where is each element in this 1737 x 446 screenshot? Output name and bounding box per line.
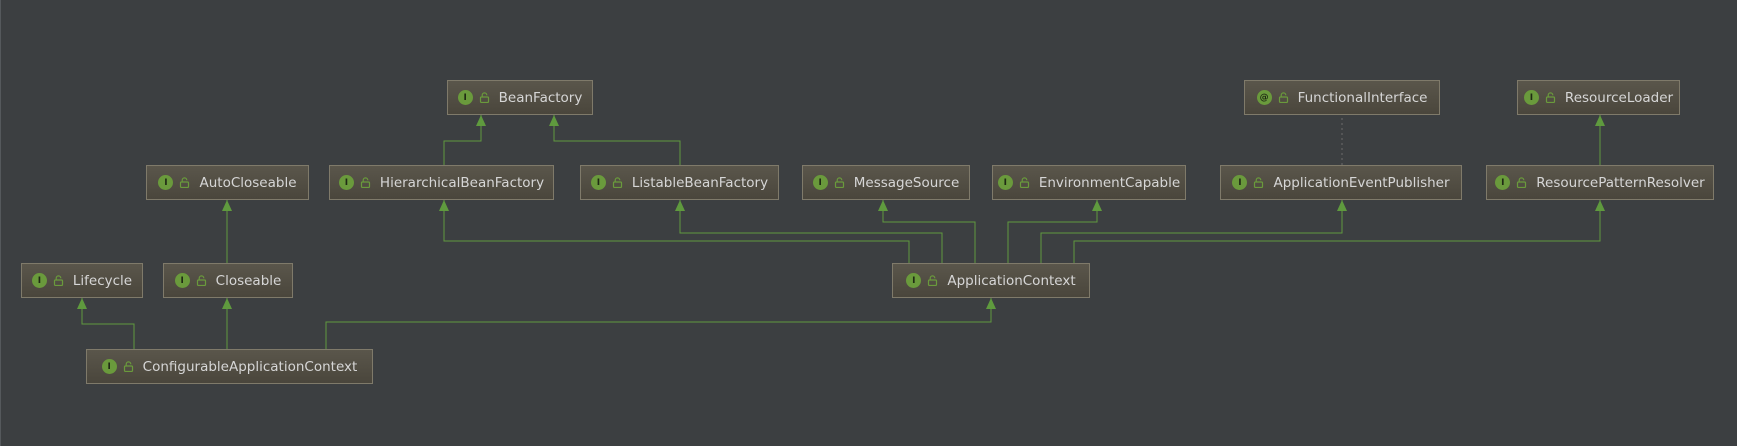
edge-ApplicationContext-to-HierarchicalBeanFactory <box>439 200 910 263</box>
node-label: BeanFactory <box>498 89 583 106</box>
interface-icon: I <box>158 175 174 190</box>
node-label: ConfigurableApplicationContext <box>142 358 358 375</box>
node-label: Closeable <box>215 272 282 289</box>
node-ConfigurableApplicationContext[interactable]: I ConfigurableApplicationContext <box>86 349 373 384</box>
public-lock-icon <box>928 275 938 286</box>
node-label: ResourcePatternResolver <box>1536 174 1705 191</box>
public-lock-icon <box>1517 177 1527 188</box>
edge-Closeable-to-AutoCloseable <box>222 200 232 263</box>
arrowhead <box>986 298 996 309</box>
public-lock-icon <box>1278 92 1288 103</box>
public-lock-icon <box>180 177 190 188</box>
edge-line <box>443 115 482 165</box>
interface-icon: I <box>590 175 606 190</box>
node-MessageSource[interactable]: I MessageSource <box>802 165 970 200</box>
edge-line <box>1073 200 1601 263</box>
node-label: FunctionalInterface <box>1297 89 1428 106</box>
edge-ResourcePatternResolver-to-ResourceLoader <box>1595 115 1605 165</box>
edge-ConfigurableApplicationContext-to-ApplicationContext <box>325 298 996 349</box>
edge-ApplicationContext-to-ResourcePatternResolver <box>1073 200 1605 263</box>
node-ResourcePatternResolver[interactable]: I ResourcePatternResolver <box>1486 165 1714 200</box>
arrowhead <box>1595 200 1605 211</box>
interface-icon: I <box>101 359 117 374</box>
annotation-icon: @ <box>1256 90 1272 105</box>
public-lock-icon <box>53 275 63 286</box>
edge-ApplicationContext-to-ListableBeanFactory <box>675 200 943 263</box>
arrowhead <box>439 200 449 211</box>
interface-icon: I <box>338 175 354 190</box>
edge-line <box>553 115 681 165</box>
arrowhead <box>1092 200 1102 211</box>
node-label: ResourceLoader <box>1564 89 1674 106</box>
node-ResourceLoader[interactable]: I ResourceLoader <box>1517 80 1680 115</box>
interface-icon: I <box>906 273 922 288</box>
arrowhead <box>77 298 87 309</box>
node-label: AutoCloseable <box>199 174 297 191</box>
public-lock-icon <box>196 275 206 286</box>
arrowhead <box>1595 115 1605 126</box>
node-Lifecycle[interactable]: I Lifecycle <box>21 263 143 298</box>
node-Closeable[interactable]: I Closeable <box>163 263 293 298</box>
edge-line <box>1007 200 1098 263</box>
edge-ApplicationContext-to-ApplicationEventPublisher <box>1040 200 1347 263</box>
edge-ConfigurableApplicationContext-to-Closeable <box>222 298 232 349</box>
interface-icon: I <box>1523 90 1539 105</box>
node-label: ListableBeanFactory <box>631 174 769 191</box>
arrowhead <box>1337 200 1347 211</box>
edge-ApplicationContext-to-MessageSource <box>878 200 976 263</box>
public-lock-icon <box>1019 177 1029 188</box>
node-FunctionalInterface[interactable]: @ FunctionalInterface <box>1244 80 1440 115</box>
public-lock-icon <box>479 92 489 103</box>
node-label: HierarchicalBeanFactory <box>379 174 545 191</box>
public-lock-icon <box>360 177 371 188</box>
edge-line <box>325 298 992 349</box>
edge-HierarchicalBeanFactory-to-BeanFactory <box>443 115 486 165</box>
public-lock-icon <box>612 177 622 188</box>
interface-icon: I <box>812 175 828 190</box>
node-label: ApplicationContext <box>947 272 1076 289</box>
node-HierarchicalBeanFactory[interactable]: I HierarchicalBeanFactory <box>329 165 554 200</box>
arrowhead <box>878 200 888 211</box>
public-lock-icon <box>123 361 133 372</box>
node-label: ApplicationEventPublisher <box>1273 174 1450 191</box>
edge-ListableBeanFactory-to-BeanFactory <box>549 115 681 165</box>
interface-icon: I <box>457 90 473 105</box>
edge-ConfigurableApplicationContext-to-Lifecycle <box>77 298 135 349</box>
interface-icon: I <box>174 273 190 288</box>
interface-icon: I <box>31 273 47 288</box>
node-EnvironmentCapable[interactable]: I EnvironmentCapable <box>992 165 1186 200</box>
arrowhead <box>476 115 486 126</box>
arrowhead <box>549 115 559 126</box>
node-ApplicationEventPublisher[interactable]: I ApplicationEventPublisher <box>1220 165 1462 200</box>
interface-icon: I <box>1495 175 1511 190</box>
edge-line <box>443 200 910 263</box>
public-lock-icon <box>1545 92 1556 103</box>
public-lock-icon <box>834 177 844 188</box>
interface-icon: I <box>1232 175 1248 190</box>
edge-line <box>679 200 943 263</box>
edge-line <box>1040 200 1343 263</box>
arrowhead <box>222 298 232 309</box>
arrowhead <box>675 200 685 211</box>
edge-line <box>882 200 976 263</box>
node-label: Lifecycle <box>72 272 133 289</box>
node-BeanFactory[interactable]: I BeanFactory <box>447 80 593 115</box>
arrowhead <box>222 200 232 211</box>
node-label: EnvironmentCapable <box>1038 174 1181 191</box>
interface-icon: I <box>997 175 1013 190</box>
edge-line <box>81 298 135 349</box>
node-AutoCloseable[interactable]: I AutoCloseable <box>146 165 309 200</box>
node-label: MessageSource <box>853 174 960 191</box>
node-ListableBeanFactory[interactable]: I ListableBeanFactory <box>580 165 779 200</box>
public-lock-icon <box>1254 177 1264 188</box>
node-ApplicationContext[interactable]: I ApplicationContext <box>892 263 1090 298</box>
edge-ApplicationContext-to-EnvironmentCapable <box>1007 200 1102 263</box>
